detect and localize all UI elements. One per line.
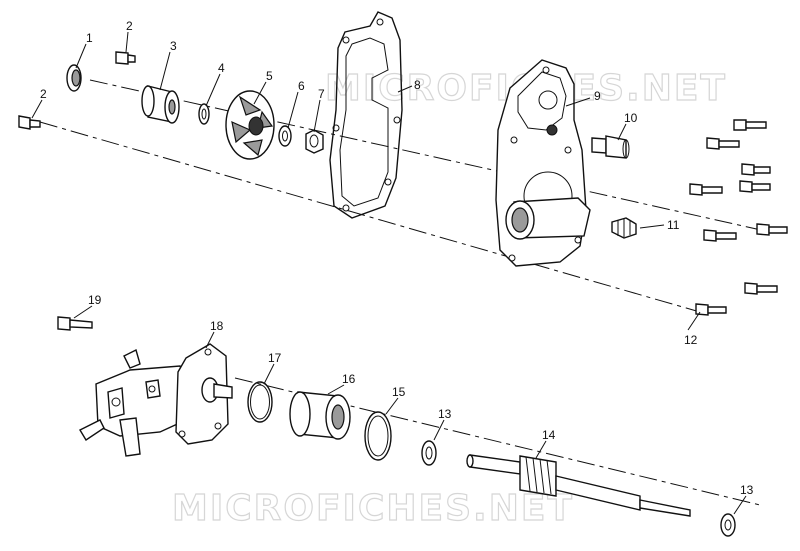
callout-4: 4 [218,61,225,75]
part-9-pump-cover [495,59,591,267]
lower-axis-line [39,121,701,313]
callout-2-lower: 2 [40,87,47,101]
part-5-impeller [225,90,275,160]
callout-12: 12 [684,333,698,347]
part-16-bushing [289,391,351,440]
watermark-bottom: MICROFICHES.NET [172,488,574,529]
part-15-o-ring [364,411,392,461]
part-6-washer [278,125,292,147]
part-19-bolt [57,316,93,331]
callout-19: 19 [88,293,102,307]
part-10-fitting [591,135,630,159]
callout-8: 8 [414,78,421,92]
part-4-washer [198,103,210,125]
part-13-washer-left [421,440,437,466]
leader-lines [31,31,747,515]
part-2-plug-upper [115,51,136,65]
callout-13-right: 13 [740,483,754,497]
part-13-washer-right [720,513,736,537]
part-7-nut [305,129,324,154]
callout-2-upper: 2 [126,19,133,33]
part-11-hose-nipple [611,217,637,239]
part-12-bolts [689,119,788,316]
callout-7: 7 [318,87,325,101]
callout-15: 15 [392,385,406,399]
part-1-seal [66,64,82,92]
callout-11: 11 [667,218,680,232]
callout-5: 5 [266,69,273,83]
callout-9: 9 [594,89,601,103]
upper-axis-line [89,79,771,233]
part-2-plug-lower [18,115,41,130]
callout-3: 3 [170,39,177,53]
callout-14: 14 [542,428,556,442]
part-3-bearing [141,85,180,124]
callout-1: 1 [86,31,93,45]
part-8-gasket [329,11,403,219]
callout-16: 16 [342,372,356,386]
part-14-drive-shaft [466,454,691,517]
callout-6: 6 [298,79,305,93]
callout-17: 17 [268,351,282,365]
part-17-o-ring [247,381,273,423]
callout-18: 18 [210,319,224,333]
part-18-pump-housing [79,343,233,457]
callout-10: 10 [624,111,638,125]
callout-13-left: 13 [438,407,452,421]
